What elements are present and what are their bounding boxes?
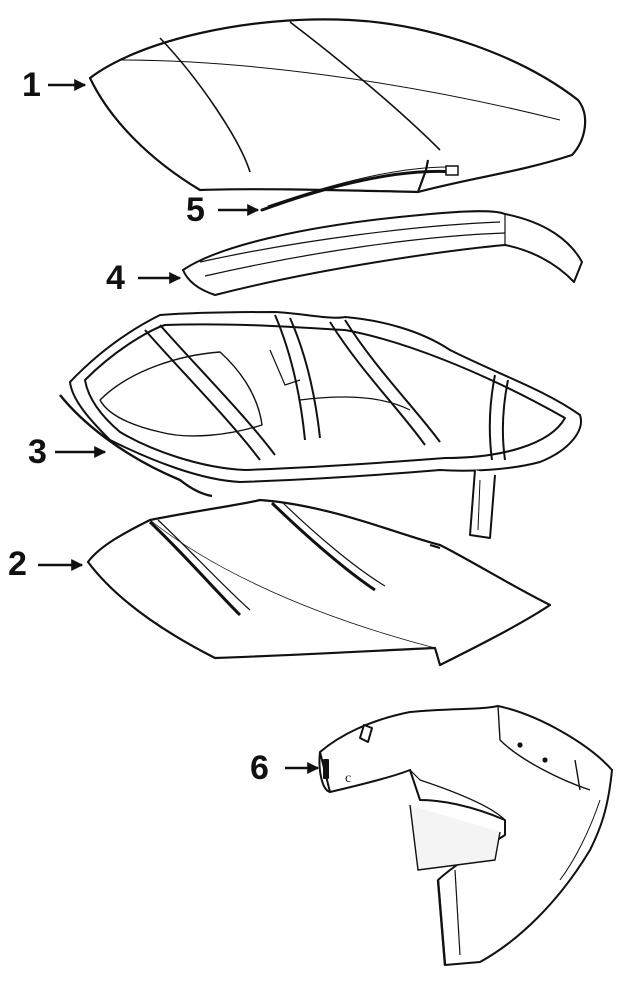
callout-3: 3 [28,433,47,471]
callout-5: 5 [186,191,205,229]
callout-2: 2 [8,545,27,583]
part-6-storage-well: c [318,705,613,966]
callout-6: 6 [250,749,269,787]
part-3-top-frame [59,311,582,539]
callout-4: 4 [106,259,125,297]
part-4-roof-rail [182,210,583,296]
svg-text:c: c [345,771,351,786]
part-2-boot-cover [86,498,552,667]
callout-1: 1 [22,66,41,104]
leader-arrows [38,79,320,774]
part-5-weatherstrip [260,165,459,212]
part-1-top-cover [88,18,587,194]
